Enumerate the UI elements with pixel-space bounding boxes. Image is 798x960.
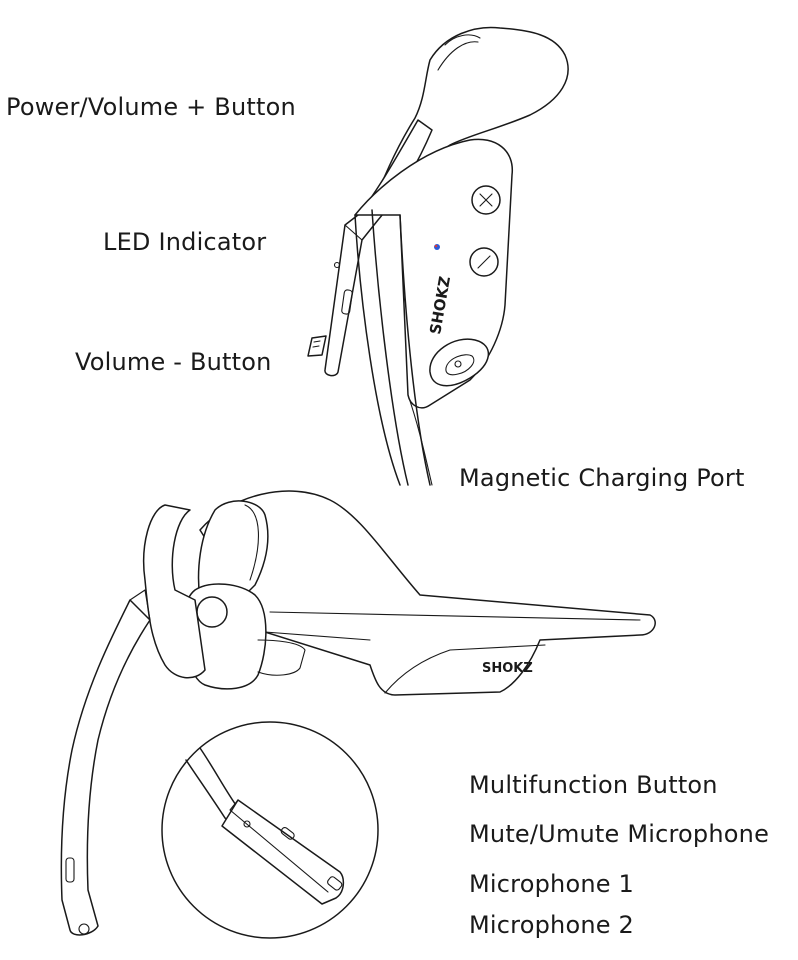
microphone-1-label: Microphone 1 (469, 870, 634, 898)
microphone-2-port (327, 876, 343, 891)
multifunction-button-label: Multifunction Button (469, 771, 718, 799)
volume-minus-label: Volume - Button (75, 348, 272, 376)
magnetic-charging-port-label: Magnetic Charging Port (459, 464, 745, 492)
shokz-logo-band: SHOKZ (482, 661, 533, 676)
magnetic-charging-port (429, 338, 490, 387)
mute-button-full (65, 857, 75, 883)
microphone-hole-closeup (333, 261, 341, 269)
mute-unmute-button (280, 826, 295, 840)
mute-unmute-microphone-label: Mute/Umute Microphone (469, 820, 770, 848)
mic-tip-full (78, 923, 90, 935)
microphone-1-hole (243, 820, 251, 828)
mute-button-closeup (341, 289, 353, 315)
led-indicator-label: LED Indicator (103, 228, 267, 256)
power-volume-plus-label: Power/Volume + Button (6, 93, 296, 121)
microphone-2-label: Microphone 2 (469, 911, 634, 939)
